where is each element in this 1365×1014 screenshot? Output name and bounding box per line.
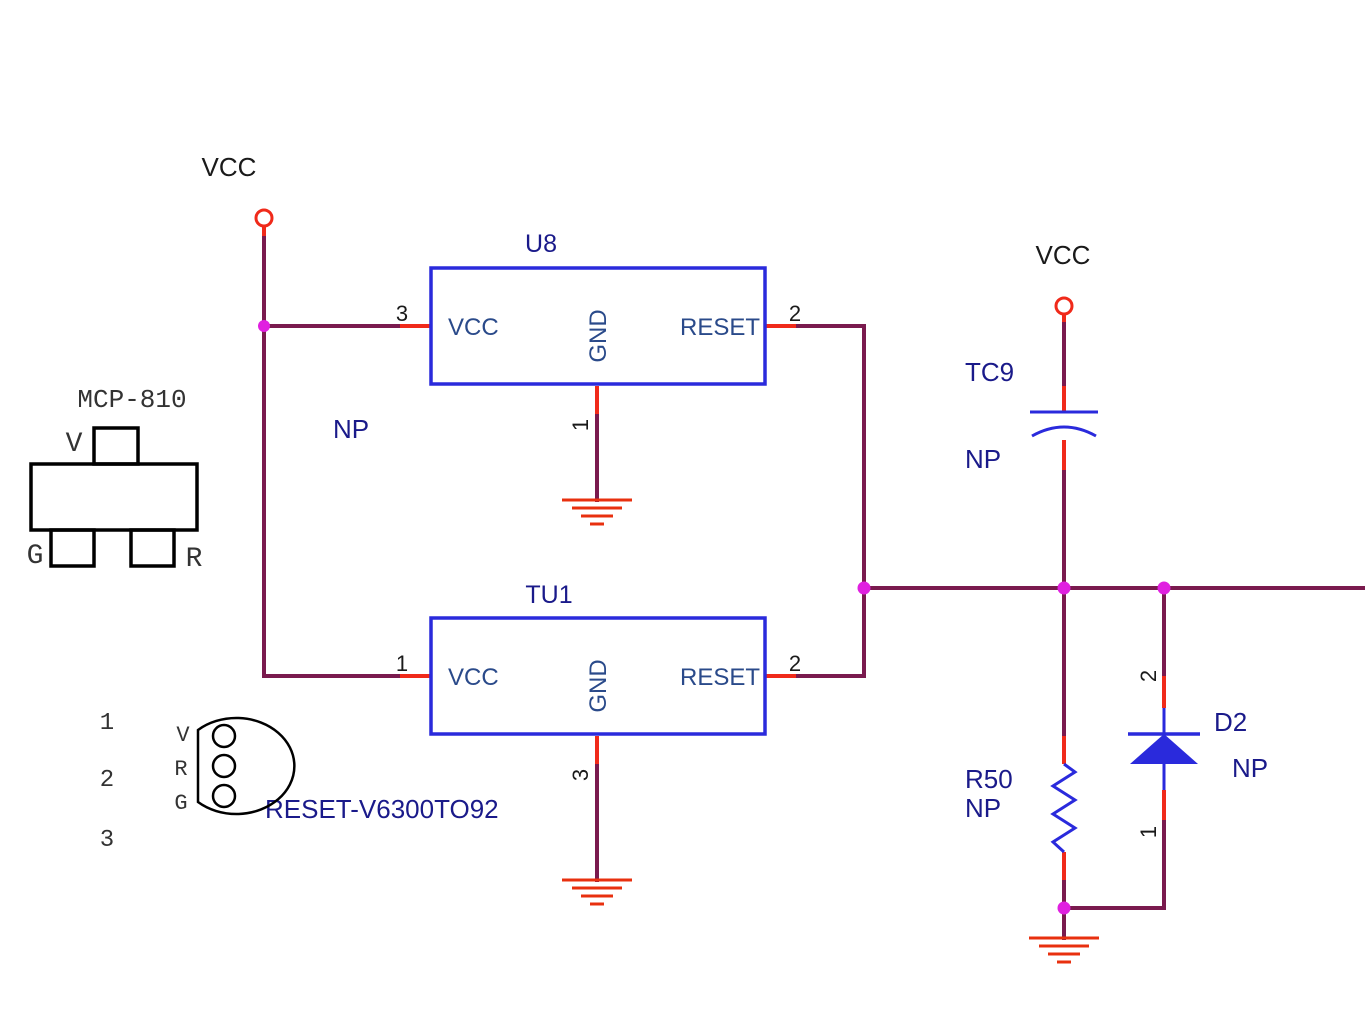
wire-tu1-reset xyxy=(794,586,866,678)
mcp810-pin-v-pad xyxy=(92,426,140,466)
mcp810-package: MCP-810 V G R xyxy=(27,385,203,575)
wire-u8-reset xyxy=(794,324,866,590)
to92-pin-g-pad xyxy=(211,783,237,809)
r50-value: NP xyxy=(965,793,1001,823)
tc9-plate-bottom xyxy=(1031,425,1097,438)
mcp810-pin-g-pad xyxy=(49,528,96,568)
u8-pin-vcc-label: VCC xyxy=(448,314,499,341)
ground-symbol-right xyxy=(1029,936,1099,964)
ground-symbol-u8 xyxy=(562,498,632,526)
mcp810-pin-v-label: V xyxy=(66,429,83,460)
ground-symbol-tu1 xyxy=(562,878,632,906)
to92-pin-g-label: G xyxy=(174,791,187,816)
to92-num-3: 3 xyxy=(100,827,114,854)
u8-pin-gnd-label: GND xyxy=(585,309,612,362)
to92-num-1: 1 xyxy=(100,710,114,737)
u8-ref: U8 xyxy=(525,230,557,258)
component-d2: D2 NP 2 1 xyxy=(1128,670,1268,838)
wire-d2-bottom xyxy=(1062,818,1166,910)
vcc-label-right: VCC xyxy=(1036,240,1091,270)
u8-pin-num-gnd: 1 xyxy=(568,419,593,431)
to92-pin-r-label: R xyxy=(174,757,187,782)
d2-ref: D2 xyxy=(1214,707,1247,737)
junction-vcc-left xyxy=(258,320,270,332)
junction-tc9-node xyxy=(1057,581,1071,595)
component-tc9: TC9 NP xyxy=(965,357,1098,474)
r50-ref: R50 xyxy=(965,764,1013,794)
vcc-symbol-left: VCC xyxy=(202,152,274,236)
mcp810-pin-r-label: R xyxy=(186,544,203,575)
mcp810-pin-r-pad xyxy=(129,528,176,568)
to92-pin-r-pad xyxy=(211,753,237,779)
tu1-body xyxy=(429,616,767,736)
tu1-pin-num-vcc: 1 xyxy=(396,651,408,676)
junctions xyxy=(258,320,1171,915)
wires xyxy=(262,230,1365,940)
d2-body xyxy=(1130,734,1198,764)
component-u8: U8 VCC RESET GND 3 2 1 NP xyxy=(333,230,801,444)
to92-package: 1 2 3 V R G xyxy=(100,710,296,854)
mcp810-body xyxy=(29,462,199,532)
to92-body-outline xyxy=(196,716,296,816)
junction-d2-node xyxy=(1157,581,1171,595)
tu1-pin-num-reset: 2 xyxy=(789,651,801,676)
vcc-label-left: VCC xyxy=(202,152,257,182)
tc9-value: NP xyxy=(965,444,1001,474)
vcc-symbol-right: VCC xyxy=(1036,240,1091,322)
junction-reset-node xyxy=(857,581,871,595)
tu1-ref: TU1 xyxy=(525,581,572,609)
u8-value: NP xyxy=(333,414,369,444)
d2-pin-num-top: 2 xyxy=(1136,670,1161,682)
to92-pin-v-label: V xyxy=(176,723,190,748)
d2-value: NP xyxy=(1232,753,1268,783)
component-tu1: TU1 VCC RESET GND 1 2 3 RESET-V6300TO92 xyxy=(265,581,801,824)
pin-stubs xyxy=(400,324,1166,880)
tu1-pin-num-gnd: 3 xyxy=(568,769,593,781)
r50-body xyxy=(1050,762,1078,854)
tc9-ref: TC9 xyxy=(965,357,1014,387)
tu1-pin-vcc-label: VCC xyxy=(448,664,499,691)
d2-pin-num-bottom: 1 xyxy=(1136,826,1161,838)
to92-pin-v-pad xyxy=(211,723,237,749)
mcp810-pin-g-label: G xyxy=(27,541,44,572)
component-r50: R50 NP xyxy=(965,762,1078,854)
tu1-pin-reset-label: RESET xyxy=(680,664,760,691)
u8-pin-reset-label: RESET xyxy=(680,314,760,341)
u8-pin-num-reset: 2 xyxy=(789,301,801,326)
tu1-pin-gnd-label: GND xyxy=(585,659,612,712)
to92-num-2: 2 xyxy=(100,767,114,794)
junction-gnd-node xyxy=(1057,901,1071,915)
u8-pin-num-vcc: 3 xyxy=(396,301,408,326)
u8-body xyxy=(429,266,767,386)
mcp810-title: MCP-810 xyxy=(77,385,186,415)
tu1-value: RESET-V6300TO92 xyxy=(265,794,499,824)
